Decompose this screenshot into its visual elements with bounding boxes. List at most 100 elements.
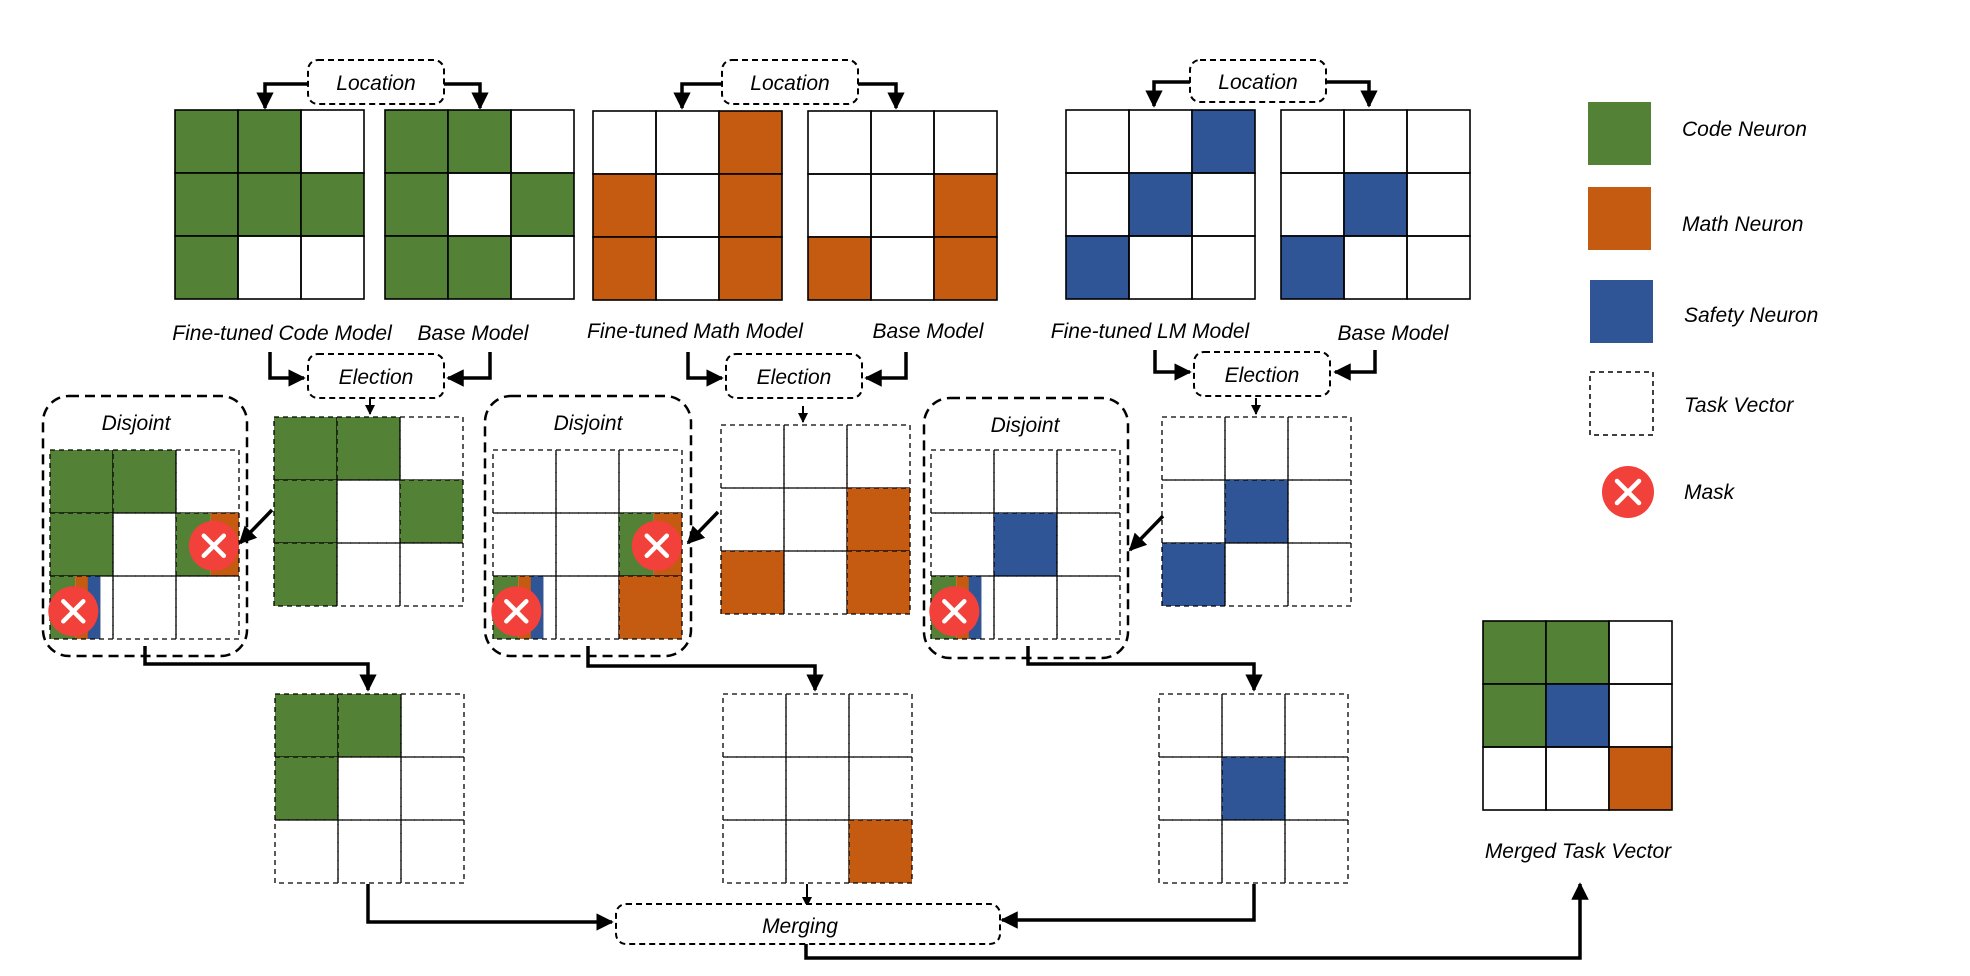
mask-icon — [188, 520, 239, 571]
grid-cell — [112, 575, 177, 640]
grid-cell — [618, 449, 683, 514]
legend-label-safety: Safety Neuron — [1684, 304, 1818, 327]
grid-cell — [1128, 172, 1193, 237]
grid-cell — [1280, 172, 1345, 237]
elected-grid-code — [273, 416, 464, 607]
grid-cell — [618, 575, 683, 640]
grid-cell — [1128, 235, 1193, 300]
grid-cell — [785, 819, 850, 884]
grid-cell — [1221, 756, 1286, 821]
merging-section: Merging Merged Task Vector — [366, 620, 1673, 960]
location-label-math: Location — [750, 72, 829, 95]
grid-cell — [1406, 172, 1471, 237]
grid-cell — [1482, 746, 1547, 811]
grid-cell — [722, 756, 787, 821]
election-box-safety — [1193, 351, 1331, 397]
grid-cell — [655, 110, 720, 175]
grid-cell — [783, 487, 848, 552]
group-safety: Location Fine-tuned LM Model Base Model … — [922, 59, 1471, 884]
grid-cell — [174, 235, 239, 300]
grid-cell — [112, 449, 177, 514]
grid-cell — [1158, 693, 1223, 758]
disjoint-grid-safety — [929, 449, 1121, 640]
grid-cell — [846, 487, 911, 552]
grid-cell — [447, 109, 512, 174]
grid-cell — [1221, 819, 1286, 884]
grid-cell — [175, 449, 240, 514]
grid-cell — [510, 172, 575, 237]
result-grid-math — [722, 693, 913, 884]
mask-icon — [491, 586, 542, 637]
disjoint-arrow-safety — [1128, 514, 1165, 552]
grid-cell — [870, 173, 935, 238]
legend-label-task: Task Vector — [1684, 394, 1794, 417]
grid-cell — [1343, 109, 1408, 174]
grid-cell — [933, 236, 998, 301]
grid-cell — [846, 550, 911, 615]
grid-cell — [384, 109, 449, 174]
base-grid-code — [384, 109, 575, 300]
grid-cell — [555, 512, 620, 577]
grid-cell — [237, 235, 302, 300]
grid-cell — [447, 172, 512, 237]
disjoint-label-code: Disjoint — [102, 412, 172, 435]
grid-cell — [273, 416, 338, 481]
grid-cell — [300, 109, 365, 174]
grid-cell — [720, 550, 785, 615]
legend-mask-icon — [1602, 466, 1654, 518]
grid-cell — [1406, 235, 1471, 300]
grid-cell — [1287, 416, 1352, 481]
grid-cell — [1482, 683, 1547, 748]
legend-label-code: Code Neuron — [1682, 118, 1807, 141]
location-label-safety: Location — [1218, 71, 1297, 94]
grid-cell — [722, 819, 787, 884]
grid-cell — [399, 479, 464, 544]
location-arrow-left-safety — [1145, 80, 1190, 108]
grid-cell — [1280, 109, 1345, 174]
disjoint-arrow-math — [686, 510, 720, 545]
election-arrow-right-code — [446, 352, 492, 387]
grid-cell — [783, 424, 848, 489]
grid-cell — [718, 236, 783, 301]
grid-cell — [400, 693, 465, 758]
location-label-code: Location — [336, 72, 415, 95]
grid-cell — [274, 756, 339, 821]
legend-swatch-safety — [1590, 280, 1653, 343]
grid-cell — [1065, 172, 1130, 237]
finetuned-label-math: Fine-tuned Math Model — [587, 320, 804, 343]
election-box-code — [307, 353, 445, 399]
result-arrow-code — [143, 646, 377, 692]
elected-grid-math — [720, 424, 911, 615]
election-label-safety: Election — [1225, 364, 1300, 387]
election-arrow-right-safety — [1333, 350, 1377, 381]
grid-cell — [993, 575, 1058, 640]
grid-cell — [1128, 109, 1193, 174]
grid-cell — [1056, 512, 1121, 577]
election-label-math: Election — [757, 366, 832, 389]
grid-cell — [175, 575, 240, 640]
grid-cell — [1224, 542, 1289, 607]
election-box-math — [725, 353, 863, 399]
grid-cell — [655, 173, 720, 238]
merge-arrow-safety — [1000, 884, 1256, 929]
grid-cell — [1158, 756, 1223, 821]
grid-cell — [1161, 416, 1226, 481]
grid-cell — [1343, 172, 1408, 237]
grid-cell — [1224, 416, 1289, 481]
merge-arrow-code — [366, 884, 614, 931]
grid-cell — [846, 424, 911, 489]
grid-cell — [510, 109, 575, 174]
grid-cell — [1191, 109, 1256, 174]
merged-task-vector-label: Merged Task Vector — [1485, 840, 1672, 863]
grid-cell — [1158, 819, 1223, 884]
grid-cell — [1191, 235, 1256, 300]
group-math: Location Fine-tuned Math Model Base Mode… — [483, 59, 998, 884]
grid-cell — [720, 424, 785, 489]
location-arrow-right-safety — [1326, 80, 1378, 108]
grid-cell — [930, 449, 995, 514]
merged-grid — [1482, 620, 1673, 811]
legend-label-math: Math Neuron — [1682, 213, 1803, 236]
disjoint-grid-code — [48, 449, 240, 640]
grid-cell — [237, 172, 302, 237]
grid-cell — [718, 173, 783, 238]
